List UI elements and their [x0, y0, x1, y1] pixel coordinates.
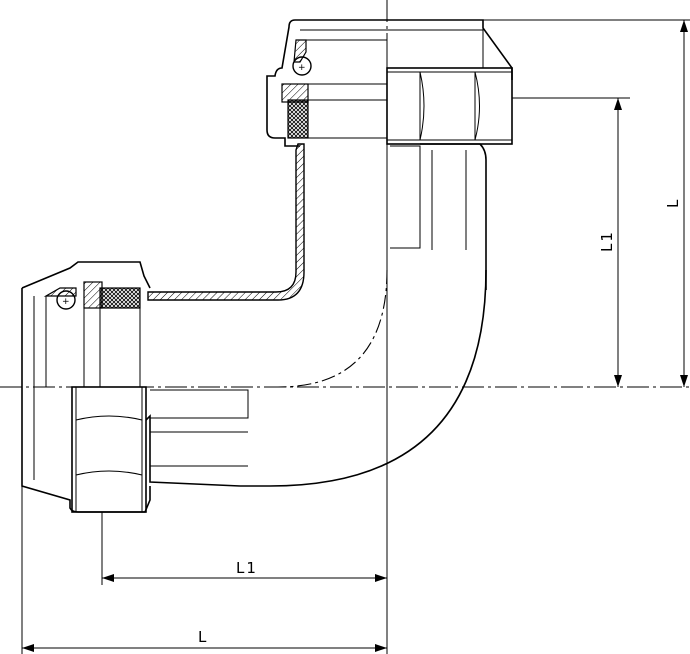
- elbow-body: [147, 40, 487, 487]
- upper-fitting: +: [266, 19, 513, 290]
- dim-label-horizontal-l: L: [198, 628, 208, 646]
- dim-label-vertical-l: L: [664, 198, 682, 208]
- left-retaining-ball: [56, 290, 76, 310]
- dim-label-horizontal-l1: L1: [236, 559, 258, 577]
- dimension-lines: [21, 19, 690, 654]
- svg-text:+: +: [62, 297, 70, 307]
- left-fitting: +: [21, 261, 249, 513]
- svg-text:+: +: [298, 63, 306, 73]
- dim-label-vertical-l1: L1: [598, 230, 616, 252]
- upper-retaining-ball: [292, 56, 312, 76]
